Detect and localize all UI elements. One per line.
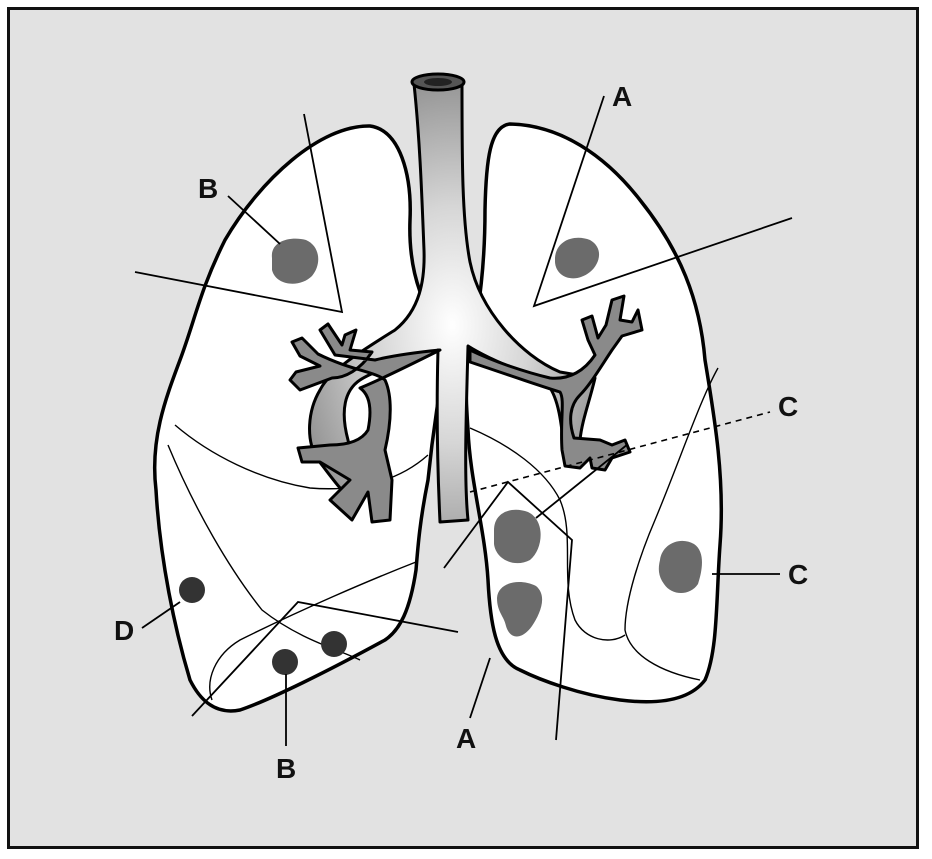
right-bronchial-tree (288, 322, 442, 524)
label-d: D (114, 615, 134, 646)
right-upper-wedge (134, 113, 344, 314)
right-lower-fissure (209, 561, 417, 701)
label-c-upper: C (778, 391, 798, 422)
nodule-b-lower-1 (272, 649, 298, 675)
nodule-b-lower-2 (321, 631, 347, 657)
left-lingula-fissure (469, 427, 626, 641)
nodule-left-lateral (658, 540, 702, 593)
left-bronchial-tree (468, 294, 644, 472)
nodule-left-lower-1 (494, 509, 541, 564)
label-c-lower: C (788, 559, 808, 590)
left-lower-wedge (443, 480, 573, 741)
leader-d (141, 601, 181, 629)
nodule-left-upper (555, 237, 600, 279)
leader-a-lower (469, 657, 491, 719)
nodule-left-lower-2 (497, 582, 543, 637)
label-b-lower: B (276, 753, 296, 784)
nodule-right-upper (271, 238, 319, 284)
nodule-d (179, 577, 205, 603)
leader-b-upper (227, 195, 281, 245)
dashed-plane-line (469, 411, 771, 493)
trachea-lumen (424, 78, 452, 86)
label-b-upper: B (198, 173, 218, 204)
right-horizontal-fissure (174, 424, 429, 490)
leader-c-upper (535, 443, 629, 519)
left-oblique-fissure (624, 367, 719, 681)
right-lower-wedge (191, 601, 459, 717)
label-a-upper: A (612, 81, 632, 112)
label-a-lower: A (456, 723, 476, 754)
right-lung (152, 124, 452, 713)
left-upper-wedge (532, 95, 793, 308)
